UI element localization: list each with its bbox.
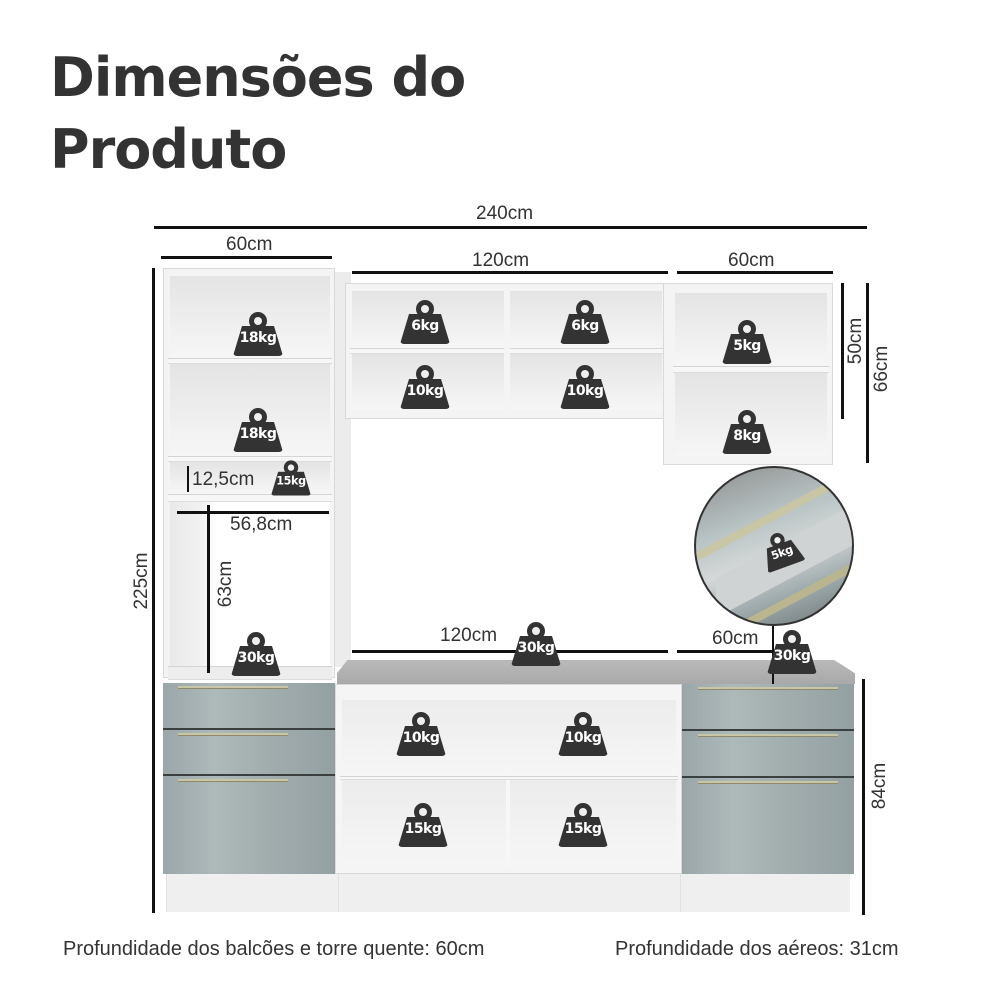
oven-height-label: 63cm: [215, 560, 236, 608]
total-height-line: [152, 268, 155, 913]
weight-icon: 6kg: [400, 300, 450, 344]
tower-width-line: [161, 256, 332, 259]
plinth-right: [680, 874, 850, 912]
upper-center-width-line: [352, 271, 668, 274]
upper-right-shelf: [673, 366, 829, 373]
total-width-label: 240cm: [476, 203, 534, 224]
plinth-left: [166, 874, 338, 912]
base-height-line: [862, 679, 865, 915]
tower-shelf-1: [168, 358, 332, 364]
tower-drawer-1: [163, 683, 335, 730]
weight-icon: 10kg: [400, 365, 450, 409]
upper-center-divider: [504, 291, 510, 411]
upper-right-height-label: 66cm: [871, 345, 892, 393]
oven-width-line: [177, 511, 329, 514]
oven-height-line: [207, 505, 210, 673]
weight-icon: 18kg: [233, 312, 283, 356]
weight-icon: 30kg: [767, 630, 817, 674]
base-right-drawer-1: [682, 684, 854, 731]
base-center-upper-compartment: [342, 700, 676, 776]
page-title: Dimensões do Produto: [50, 42, 466, 186]
upper-center-width-label: 120cm: [472, 250, 530, 271]
upper-right-inner-height-line: [841, 283, 844, 419]
tower-drawer-2: [163, 730, 335, 776]
niche-height-label: 12,5cm: [192, 469, 255, 490]
base-height-label: 84cm: [869, 762, 890, 810]
oven-width-label: 56,8cm: [230, 514, 293, 535]
base-depth-note: Profundidade dos balcões e torre quente:…: [63, 938, 485, 960]
weight-icon: 15kg: [271, 460, 311, 496]
weight-icon: 6kg: [560, 300, 610, 344]
plinth-center: [338, 874, 680, 912]
base-center-divider: [506, 780, 510, 866]
weight-icon: 15kg: [398, 803, 448, 847]
weight-icon: 30kg: [511, 622, 561, 666]
base-center-shelf: [340, 776, 678, 780]
weight-icon: 30kg: [231, 632, 281, 676]
upper-right-width-label: 60cm: [728, 250, 775, 271]
weight-icon: 18kg: [233, 408, 283, 452]
drawer-detail-inset: 5kg: [694, 466, 854, 626]
upper-right-inner-height-label: 50cm: [845, 317, 866, 365]
tower-shelf-3: [168, 494, 332, 502]
tower-shelf-2: [168, 456, 332, 462]
base-right-drawer-3: [682, 778, 854, 874]
counter-right-width-label: 60cm: [712, 628, 759, 649]
weight-icon: 8kg: [722, 410, 772, 454]
weight-icon: 5kg: [722, 320, 772, 364]
weight-icon: 10kg: [560, 365, 610, 409]
weight-icon: 10kg: [396, 712, 446, 756]
title-line-2: Produto: [50, 118, 287, 181]
counter-center-width-label: 120cm: [440, 625, 498, 646]
upper-depth-note: Profundidade dos aéreos: 31cm: [615, 938, 899, 960]
niche-height-line: [187, 466, 189, 492]
counter-center-width-line: [352, 650, 668, 653]
base-right-drawer-2: [682, 731, 854, 778]
total-height-label: 225cm: [131, 552, 152, 610]
tower-width-label: 60cm: [226, 234, 273, 255]
tower-drawer-3: [163, 776, 335, 874]
title-line-1: Dimensões do: [50, 46, 466, 109]
weight-icon: 10kg: [558, 712, 608, 756]
weight-icon: 15kg: [558, 803, 608, 847]
upper-right-height-line: [866, 283, 869, 463]
counter-right-width-line: [677, 650, 773, 653]
upper-right-width-line: [677, 271, 833, 274]
total-width-line: [154, 226, 867, 229]
